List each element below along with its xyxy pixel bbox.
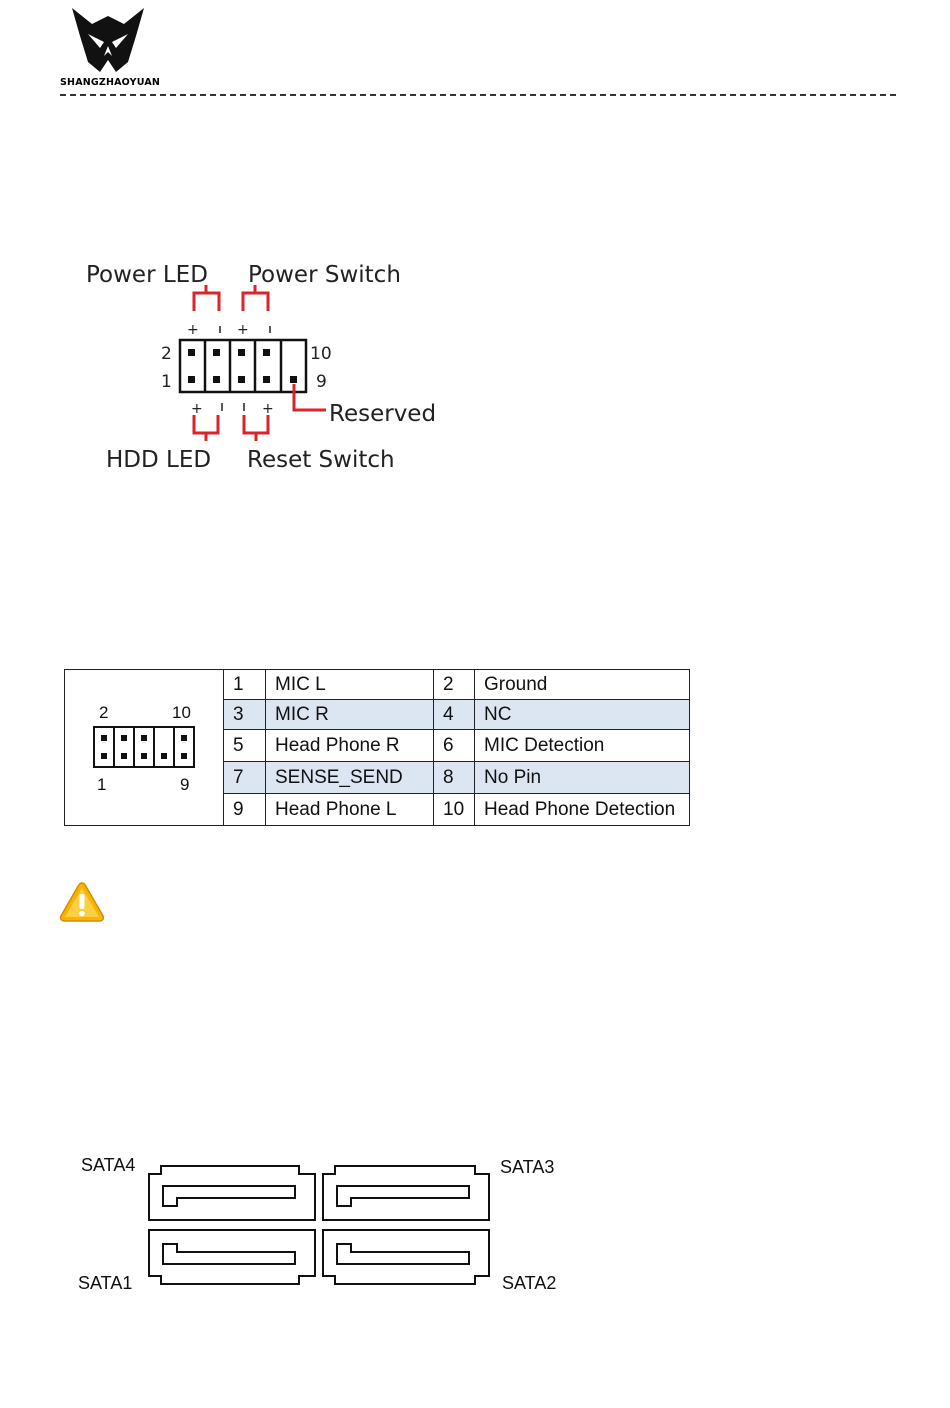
audio-pin-9-label: 9 [180, 775, 189, 795]
svg-text:+: + [191, 401, 203, 417]
pin-number: 2 [434, 670, 475, 700]
sata3-port [323, 1166, 489, 1220]
reset-switch-label: Reset Switch [247, 447, 395, 473]
pin-name: MIC L [266, 670, 434, 700]
hdd-led-label: HDD LED [106, 447, 211, 473]
audio-pin-2-label: 2 [99, 703, 108, 723]
pin-name: NC [475, 700, 690, 730]
pin-name: Head Phone L [266, 794, 434, 826]
audio-pin-table: 2 10 1 9 1 MIC L 2 Gr [64, 669, 690, 826]
pin-number: 10 [434, 794, 475, 826]
reserved-label: Reserved [329, 401, 436, 427]
sata2-label: SATA2 [502, 1273, 556, 1294]
audio-header-diagram-cell: 2 10 1 9 [65, 670, 224, 826]
pin-name: Ground [475, 670, 690, 700]
warning-triangle-icon [58, 880, 106, 924]
svg-text:+: + [187, 322, 199, 338]
brand-logo-icon [70, 6, 146, 74]
sata1-label: SATA1 [78, 1273, 132, 1294]
sata3-label: SATA3 [500, 1157, 554, 1178]
pin-number: 6 [434, 730, 475, 762]
pin-number: 1 [224, 670, 266, 700]
pin-number: 3 [224, 700, 266, 730]
pin-number: 9 [224, 794, 266, 826]
pin-number: 4 [434, 700, 475, 730]
sata-connectors-diagram [145, 1162, 495, 1288]
header-divider [60, 94, 896, 96]
pin-number: 5 [224, 730, 266, 762]
table-row: 2 10 1 9 1 MIC L 2 Gr [65, 670, 690, 700]
pin-name: MIC R [266, 700, 434, 730]
brand-name: SHANGZHAOYUAN [60, 77, 160, 88]
svg-text:+: + [262, 401, 274, 417]
audio-header-diagram [92, 725, 196, 769]
audio-pin-10-label: 10 [172, 703, 191, 723]
sata2-port [323, 1230, 489, 1284]
sata4-port [149, 1166, 315, 1220]
pin-name: No Pin [475, 762, 690, 794]
audio-pin-1-label: 1 [97, 775, 106, 795]
sata1-port [149, 1230, 315, 1284]
pin-number: 7 [224, 762, 266, 794]
pin-name: SENSE_SEND [266, 762, 434, 794]
svg-text:+: + [237, 322, 249, 338]
pin-name: Head Phone Detection [475, 794, 690, 826]
pin-name: Head Phone R [266, 730, 434, 762]
pin-name: MIC Detection [475, 730, 690, 762]
sata4-label: SATA4 [81, 1155, 135, 1176]
pin-number: 8 [434, 762, 475, 794]
front-panel-header-diagram: + + + + [150, 285, 340, 445]
